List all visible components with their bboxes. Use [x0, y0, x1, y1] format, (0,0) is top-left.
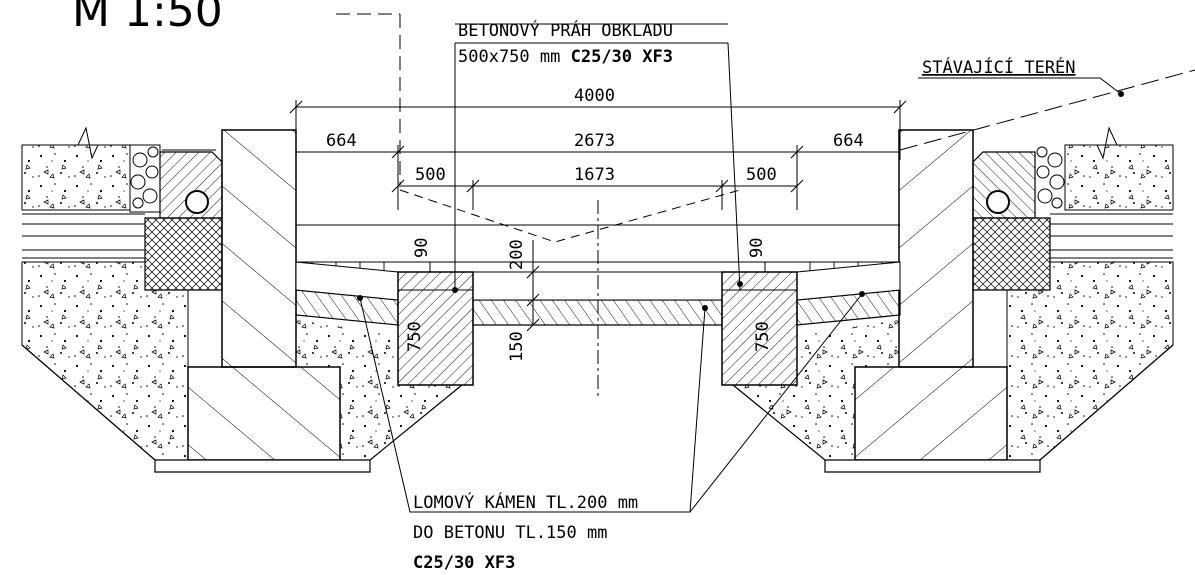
right-footing [854, 366, 1008, 461]
dim-left-offset: 664 [326, 131, 357, 151]
concrete-sill-right [721, 271, 798, 386]
dim-left-90: 90 [412, 238, 432, 258]
left-break-mark [22, 126, 130, 160]
dim-lining: 200 [507, 239, 527, 270]
channel [295, 13, 1195, 400]
left-inner-backfill [296, 320, 462, 460]
dimension-lines [289, 100, 907, 332]
right-drain-pipe [986, 190, 1010, 214]
left-gravel-fill [21, 144, 131, 211]
dim-left-750: 750 [405, 321, 425, 352]
leader-dots [357, 281, 865, 311]
terrain-label: STÁVAJÍCÍ TERÉN [922, 56, 1076, 78]
dim-bottom: 1673 [574, 165, 615, 185]
terrain-dashed [899, 69, 1195, 151]
leader-lines [359, 23, 1122, 513]
channel-top-lines [296, 151, 900, 226]
threshold-title: BETONOVÝ PRÁH OBKLADU [458, 19, 673, 41]
left-wall [221, 129, 297, 368]
scale-label: M 1:50 [72, 0, 223, 37]
right-side [732, 126, 1174, 473]
stone-label-line2: DO BETONU TL.150 mm [413, 523, 607, 543]
right-wall [898, 129, 974, 368]
concrete-sill-left [397, 271, 474, 386]
water-profile-dashed [399, 189, 741, 243]
stone-label-line3: C25/30 XF3 [413, 553, 515, 573]
dim-inner: 2673 [574, 131, 615, 151]
left-cobbles [130, 146, 159, 209]
dim-right-750: 750 [753, 321, 773, 352]
dim-right-sill: 500 [746, 165, 777, 185]
left-drain-pipe-bands [22, 213, 145, 259]
dim-right-offset: 664 [833, 131, 864, 151]
left-drain-pipe [185, 190, 209, 214]
left-footing [187, 366, 341, 461]
left-lower-block [144, 217, 223, 291]
left-blinding [154, 459, 371, 473]
stone-label-line1: LOMOVÝ KÁMEN TL.200 mm [413, 491, 638, 513]
dim-overall: 4000 [574, 86, 615, 106]
dim-left-sill: 500 [415, 165, 446, 185]
dim-base: 150 [507, 331, 527, 362]
threshold-spec: 500x750 mm C25/30 XF3 [458, 47, 673, 67]
left-side [21, 126, 463, 473]
dim-right-90: 90 [747, 238, 767, 258]
left-lower-gravel [21, 261, 189, 461]
